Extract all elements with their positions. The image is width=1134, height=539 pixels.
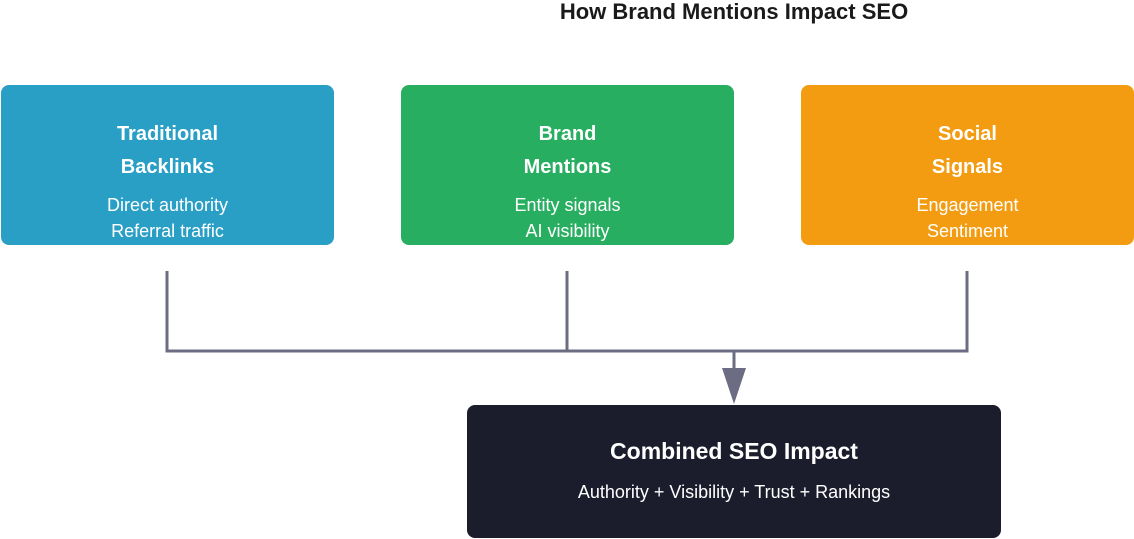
brand-mentions-box: Brand Mentions Entity signals AI visibil… — [401, 85, 734, 245]
card-heading: Traditional Backlinks — [1, 118, 334, 184]
card-heading-line: Traditional — [116, 123, 219, 145]
card-details: Engagement Sentiment — [801, 192, 1134, 244]
card-detail-line: Referral traffic — [111, 221, 224, 241]
result-heading: Combined SEO Impact — [610, 438, 858, 464]
card-detail-line: Sentiment — [926, 221, 1009, 241]
card-heading: Social Signals — [801, 118, 1134, 184]
card-heading-line: Backlinks — [120, 156, 215, 178]
card-detail-line: AI visibility — [525, 221, 610, 241]
social-signals-box: Social Signals Engagement Sentiment — [801, 85, 1134, 245]
card-details: Direct authority Referral traffic — [1, 192, 334, 244]
traditional-backlinks-box: Traditional Backlinks Direct authority R… — [1, 85, 334, 245]
card-detail-line: Engagement — [916, 195, 1019, 215]
card-heading-line: Brand — [538, 123, 597, 145]
diagram-title: How Brand Mentions Impact SEO — [559, 0, 909, 24]
card-detail-line: Direct authority — [106, 195, 229, 215]
result-detail: Authority + Visibility + Trust + Ranking… — [577, 482, 891, 502]
card-heading: Brand Mentions — [401, 118, 734, 184]
card-detail-line: Entity signals — [514, 195, 621, 215]
card-heading-line: Social — [938, 123, 997, 145]
card-details: Entity signals AI visibility — [401, 192, 734, 244]
card-heading-line: Mentions — [523, 156, 612, 178]
arrow-down-icon — [722, 368, 746, 404]
combined-seo-impact-box: Combined SEO Impact Authority + Visibili… — [467, 405, 1001, 538]
card-heading-line: Signals — [931, 156, 1004, 178]
